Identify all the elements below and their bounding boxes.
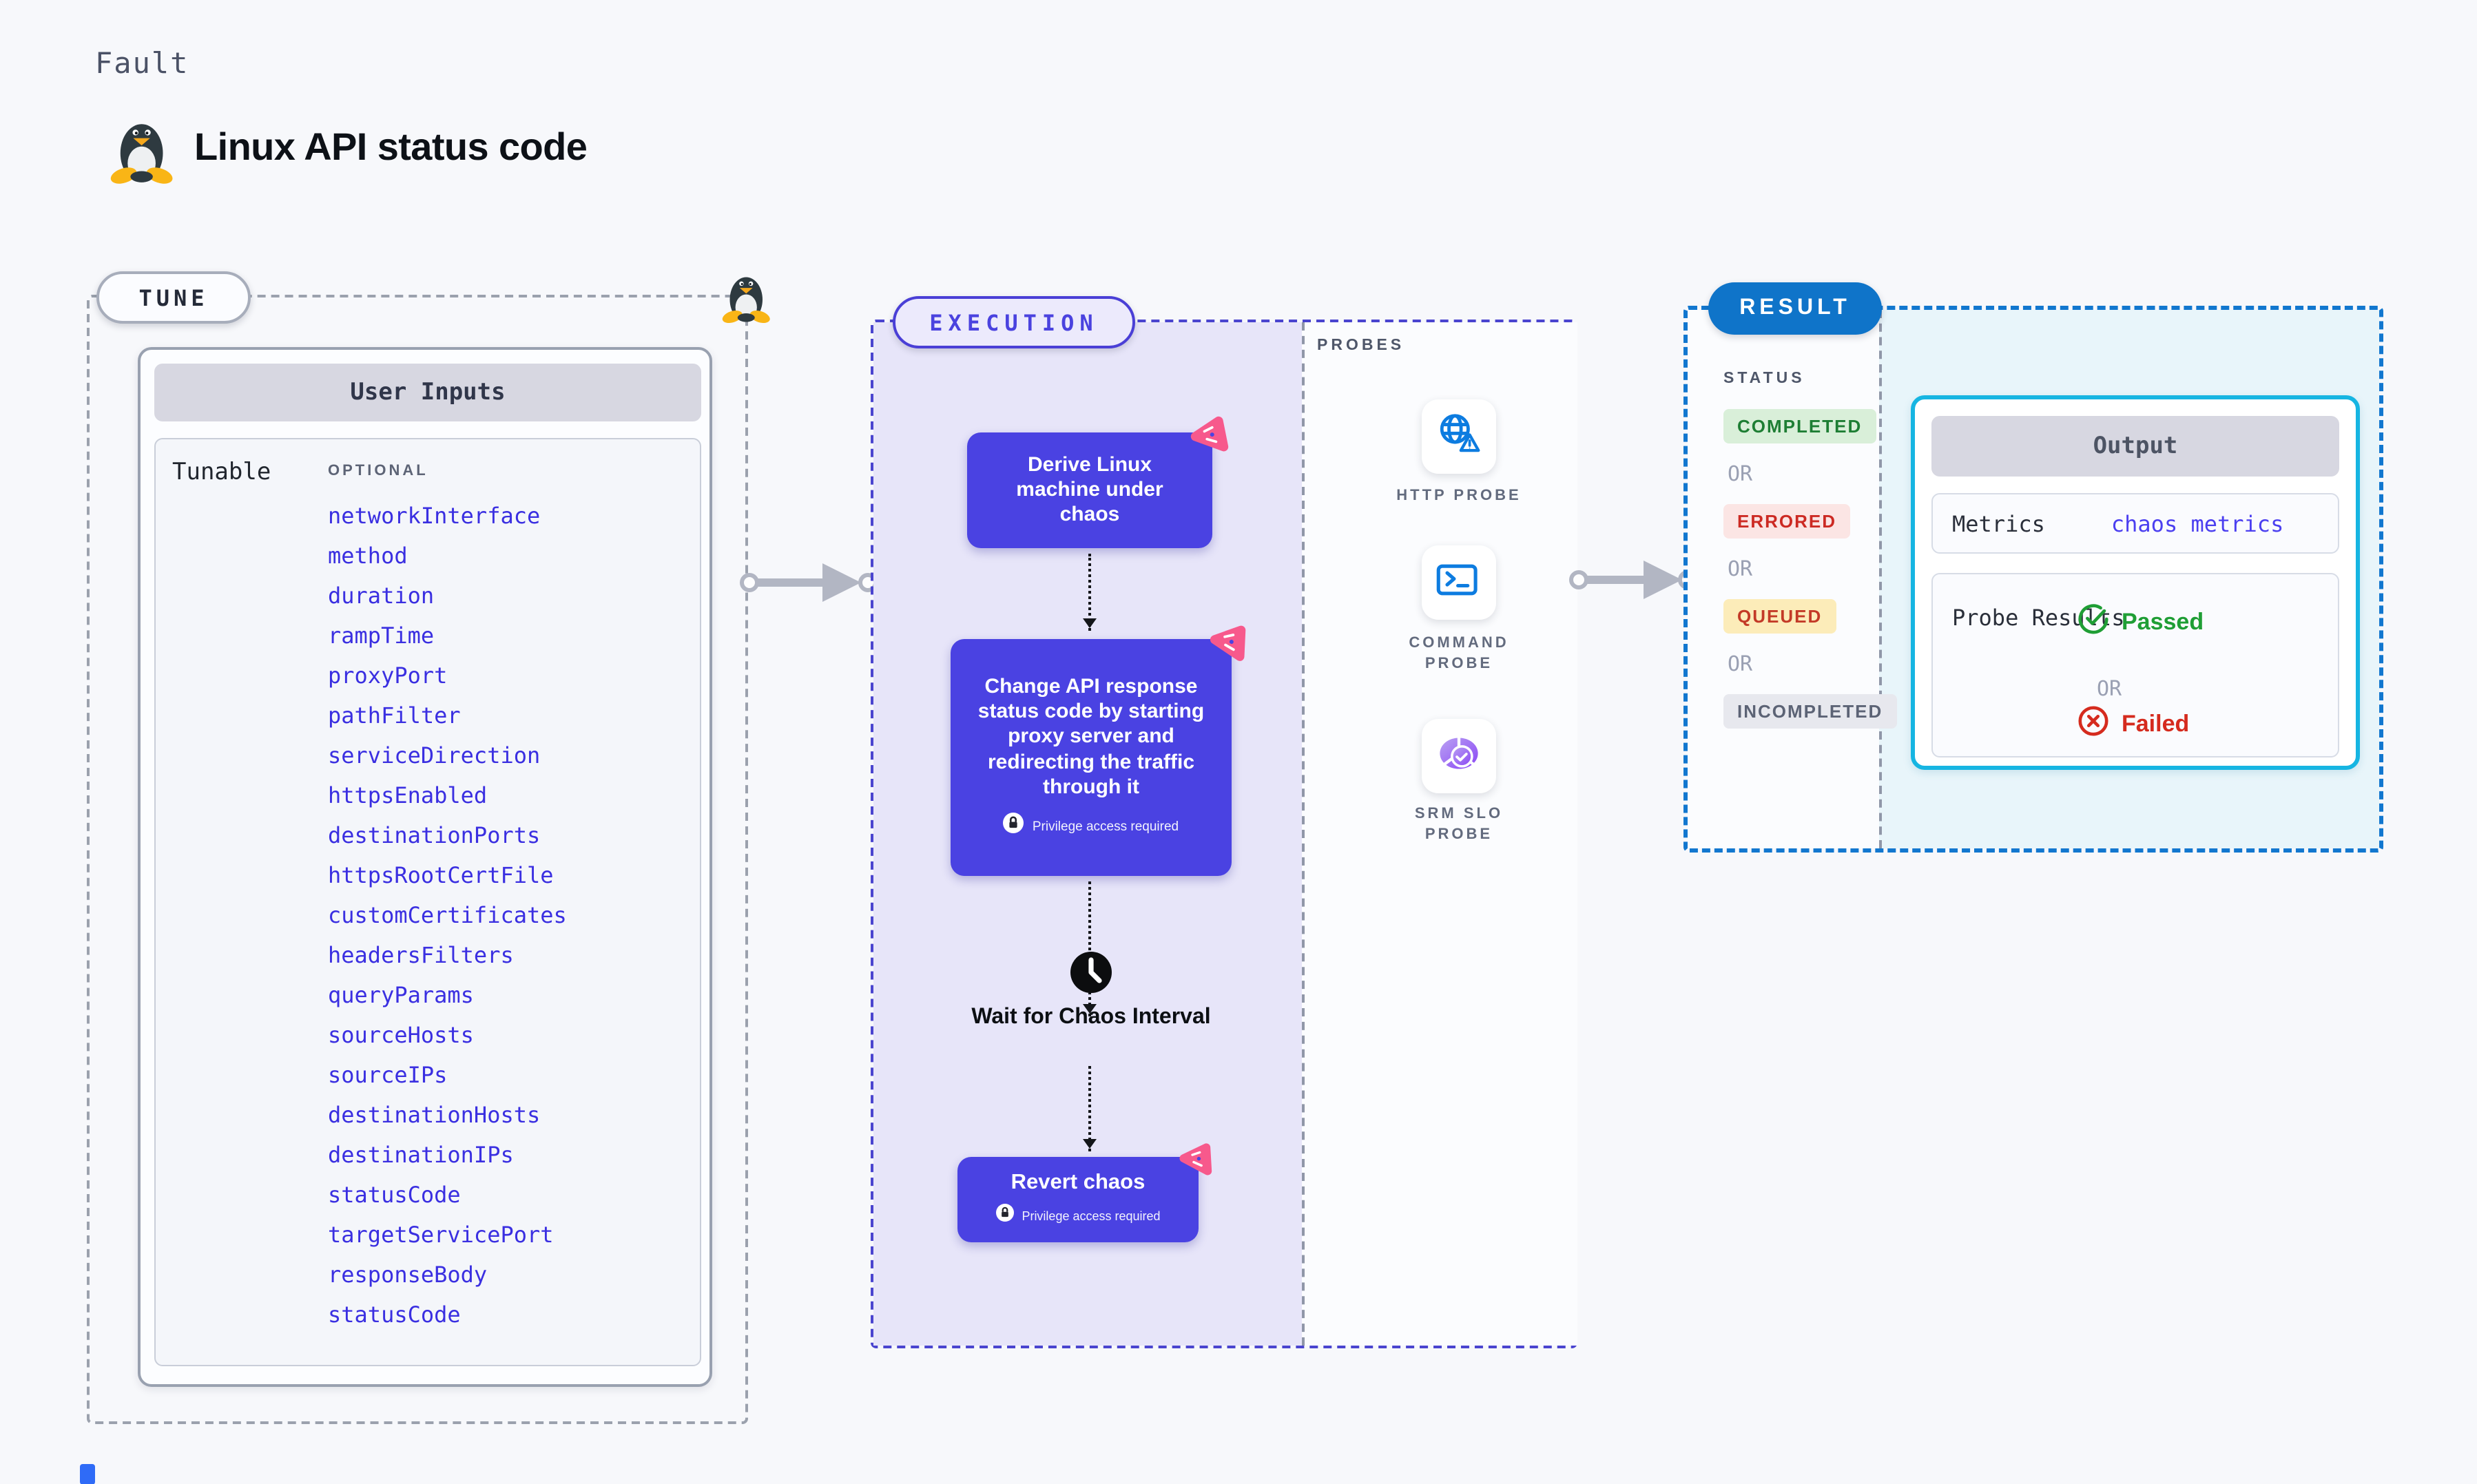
tunable-link[interactable]: statusCode xyxy=(328,1302,461,1328)
tux-penguin-icon xyxy=(716,269,774,324)
srm-slo-probe-label: SRM SLO PROBE xyxy=(1414,806,1504,843)
output-card: Output Metrics chaos metrics Probe Resul… xyxy=(1911,395,2360,770)
node-revert-chaos: Revert chaos Privilege access required xyxy=(957,1143,1212,1242)
clock-icon xyxy=(1069,950,1113,994)
tunable-link[interactable]: proxyPort xyxy=(328,662,448,689)
tunable-link[interactable]: destinationHosts xyxy=(328,1102,541,1128)
page-edge-decoration xyxy=(80,1464,95,1484)
node-change-status-code: Change API response status code by start… xyxy=(951,625,1246,876)
terminal-icon xyxy=(1436,557,1482,608)
status-badge-completed: COMPLETED xyxy=(1723,409,1876,443)
probes-area xyxy=(1302,322,1577,1346)
status-badge-incompleted: INCOMPLETED xyxy=(1723,694,1897,729)
status-column xyxy=(1688,310,1879,848)
tunable-link[interactable]: customCertificates xyxy=(328,902,567,928)
tunable-link[interactable]: pathFilter xyxy=(328,702,461,729)
tune-section: TUNE User Inputs Tunable OPTIONAL networ… xyxy=(87,271,770,1424)
tunable-link[interactable]: sourceHosts xyxy=(328,1022,474,1048)
execution-pill: EXECUTION xyxy=(893,296,1135,348)
metrics-row: Metrics chaos metrics xyxy=(1931,493,2339,554)
passed-result: Passed xyxy=(2076,602,2204,643)
tunable-link[interactable]: targetServicePort xyxy=(328,1222,554,1248)
tunables-table: Tunable OPTIONAL networkInterface method d… xyxy=(154,438,701,1366)
chaos-fault-icon xyxy=(1178,1140,1215,1178)
privilege-note: Privilege access required xyxy=(1032,819,1179,835)
srm-slo-probe-card[interactable] xyxy=(1422,719,1496,793)
status-badge-queued: QUEUED xyxy=(1723,599,1836,634)
or-label: OR xyxy=(1728,651,1753,676)
status-list: COMPLETED OR ERRORED OR QUEUED OR INCOMPLETED xyxy=(1723,409,1897,729)
lock-icon xyxy=(1003,813,1024,840)
lock-icon xyxy=(995,1203,1014,1229)
node-label: Derive Linux machine under chaos xyxy=(1016,452,1163,527)
result-section: RESULT STATUS COMPLETED OR ERRORED OR QUEUED… xyxy=(1683,282,2383,853)
tunable-link[interactable]: serviceDirection xyxy=(328,742,541,769)
user-inputs-header: User Inputs xyxy=(154,364,701,421)
tunable-link[interactable]: networkInterface xyxy=(328,503,541,529)
probes-label: PROBES xyxy=(1317,337,1405,354)
http-probe-label: HTTP PROBE xyxy=(1396,488,1522,504)
node-label: Revert chaos xyxy=(1011,1171,1146,1195)
tune-to-execution-arrow xyxy=(740,562,878,603)
result-pill: RESULT xyxy=(1708,282,1882,335)
tunable-row-label: Tunable xyxy=(172,459,271,486)
passed-label: Passed xyxy=(2122,609,2204,635)
chaos-fault-icon xyxy=(1208,621,1250,662)
x-circle-icon xyxy=(2076,704,2111,745)
or-label: OR xyxy=(1728,556,1753,581)
chaos-fault-icon xyxy=(1189,415,1230,456)
tunable-link[interactable]: httpsEnabled xyxy=(328,782,488,808)
node-label: Change API response status code by start… xyxy=(977,674,1205,799)
flow-connector xyxy=(1083,554,1097,631)
tune-pill: TUNE xyxy=(96,271,251,324)
flow-connector xyxy=(1083,1066,1097,1151)
optional-label: OPTIONAL xyxy=(328,463,428,479)
globe-alert-icon xyxy=(1434,410,1484,463)
slo-donut-icon xyxy=(1434,731,1484,782)
tunable-link[interactable]: method xyxy=(328,543,408,569)
tunable-link[interactable]: destinationPorts xyxy=(328,822,541,848)
tunable-link[interactable]: duration xyxy=(328,583,435,609)
tunable-link[interactable]: responseBody xyxy=(328,1262,488,1288)
tux-penguin-icon xyxy=(102,113,179,185)
flow-connector xyxy=(1083,881,1097,1016)
tunable-link[interactable]: queryParams xyxy=(328,982,474,1008)
output-header: Output xyxy=(1931,416,2339,477)
node-derive-machine: Derive Linux machine under chaos xyxy=(967,416,1229,548)
probe-results-row: Probe Results Passed OR xyxy=(1931,573,2339,757)
status-badge-errored: ERRORED xyxy=(1723,504,1851,539)
tunable-link[interactable]: headersFilters xyxy=(328,942,514,968)
check-circle-icon xyxy=(2076,602,2111,643)
tunable-link[interactable]: sourceIPs xyxy=(328,1062,448,1088)
or-label: OR xyxy=(1728,461,1753,486)
http-probe-card[interactable] xyxy=(1422,399,1496,474)
status-label: STATUS xyxy=(1723,370,1805,387)
wait-for-chaos-label: Wait for Chaos Interval xyxy=(971,1005,1211,1029)
fault-label: Fault xyxy=(95,47,189,80)
chaos-metrics-link[interactable]: chaos metrics xyxy=(2111,510,2284,536)
probes-to-result-arrow xyxy=(1569,559,1697,600)
failed-label: Failed xyxy=(2122,711,2190,737)
tunable-link[interactable]: destinationIPs xyxy=(328,1142,514,1168)
tunables-list: networkInterface method duration rampTime pr… xyxy=(328,496,686,1335)
tunable-link[interactable]: statusCode xyxy=(328,1182,461,1208)
command-probe-card[interactable] xyxy=(1422,545,1496,620)
tunable-link[interactable]: httpsRootCertFile xyxy=(328,862,554,888)
execution-section: EXECUTION PROBES Derive Linux machine un… xyxy=(871,296,1577,1348)
command-probe-label: COMMAND PROBE xyxy=(1409,635,1509,672)
page-title: Linux API status code xyxy=(194,125,588,168)
failed-result: Failed xyxy=(2076,704,2189,745)
metrics-label: Metrics xyxy=(1952,510,2045,536)
user-inputs-card: User Inputs Tunable OPTIONAL networkInte… xyxy=(138,347,712,1387)
or-label: OR xyxy=(2097,676,2122,701)
privilege-note: Privilege access required xyxy=(1022,1209,1161,1223)
tunable-link[interactable]: rampTime xyxy=(328,623,435,649)
